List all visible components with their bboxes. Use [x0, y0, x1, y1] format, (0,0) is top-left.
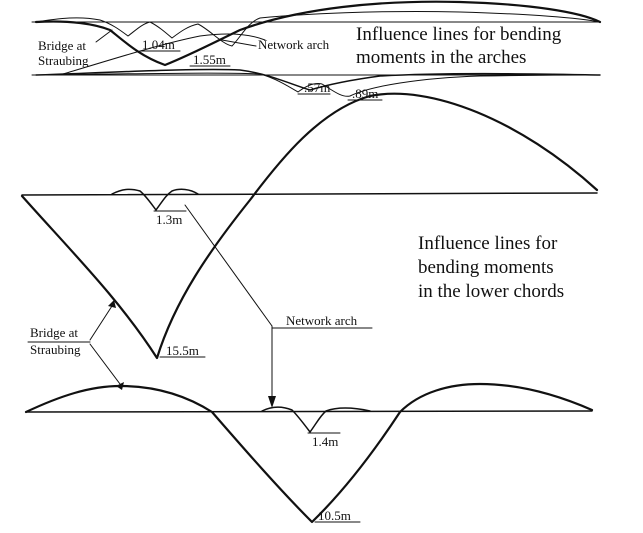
top-network-arch-label: Network arch	[258, 37, 330, 52]
lower-network-arch-label: Network arch	[286, 313, 358, 328]
network-leader-arrowhead	[268, 396, 276, 408]
upper-network-leader	[184, 204, 273, 327]
top-straubing-arch-curve	[34, 0, 602, 67]
top-bridge-label-line1: Bridge at	[38, 38, 86, 53]
bridge-leader-up	[89, 305, 113, 341]
upper-network-value: 1.3m	[156, 212, 182, 227]
top-value-4: .89m	[352, 86, 378, 101]
top-caption-line1: Influence lines for bending	[356, 24, 562, 45]
lower-caption-line3: in the lower chords	[418, 281, 564, 302]
upper-diagram-baseline	[21, 192, 598, 196]
upper-straubing-curve	[20, 92, 599, 360]
top-network-lower-curve	[35, 72, 601, 97]
top-panel-arches: Bridge at Straubing 1.04m 1.55m Network …	[31, 0, 602, 101]
upper-straubing-value: 15.5m	[166, 343, 199, 358]
lower-bridge-label-line2: Straubing	[30, 342, 81, 357]
top-value-1: 1.04m	[142, 37, 175, 52]
lower-bridge-label-line1: Bridge at	[30, 325, 78, 340]
bridge-leader-up-arrowhead	[108, 300, 116, 308]
top-value-2: 1.55m	[193, 52, 226, 67]
top-caption-line2: moments in the arches	[356, 47, 526, 68]
lower-diagram-baseline	[25, 410, 593, 413]
upper-network-curve	[111, 188, 199, 211]
lower-network-curve	[261, 406, 371, 433]
top-cross-line	[59, 33, 266, 76]
lower-straubing-curve	[24, 382, 594, 524]
lower-network-value: 1.4m	[312, 434, 338, 449]
top-straubing-lower-curve	[35, 68, 601, 91]
top-bridge-label-line2: Straubing	[38, 53, 89, 68]
top-value-3: .57m	[304, 80, 330, 95]
top-network-leader	[221, 39, 257, 47]
top-network-arch-curve	[35, 10, 601, 47]
lower-caption-line1: Influence lines for	[418, 233, 558, 254]
lower-panel-chords: Influence lines for bending moments in t…	[20, 92, 599, 524]
top-bridge-leader	[95, 29, 113, 43]
lower-straubing-value: 10.5m	[318, 508, 351, 523]
bridge-leader-down	[89, 343, 121, 385]
lower-caption-line2: bending moments	[418, 257, 554, 278]
